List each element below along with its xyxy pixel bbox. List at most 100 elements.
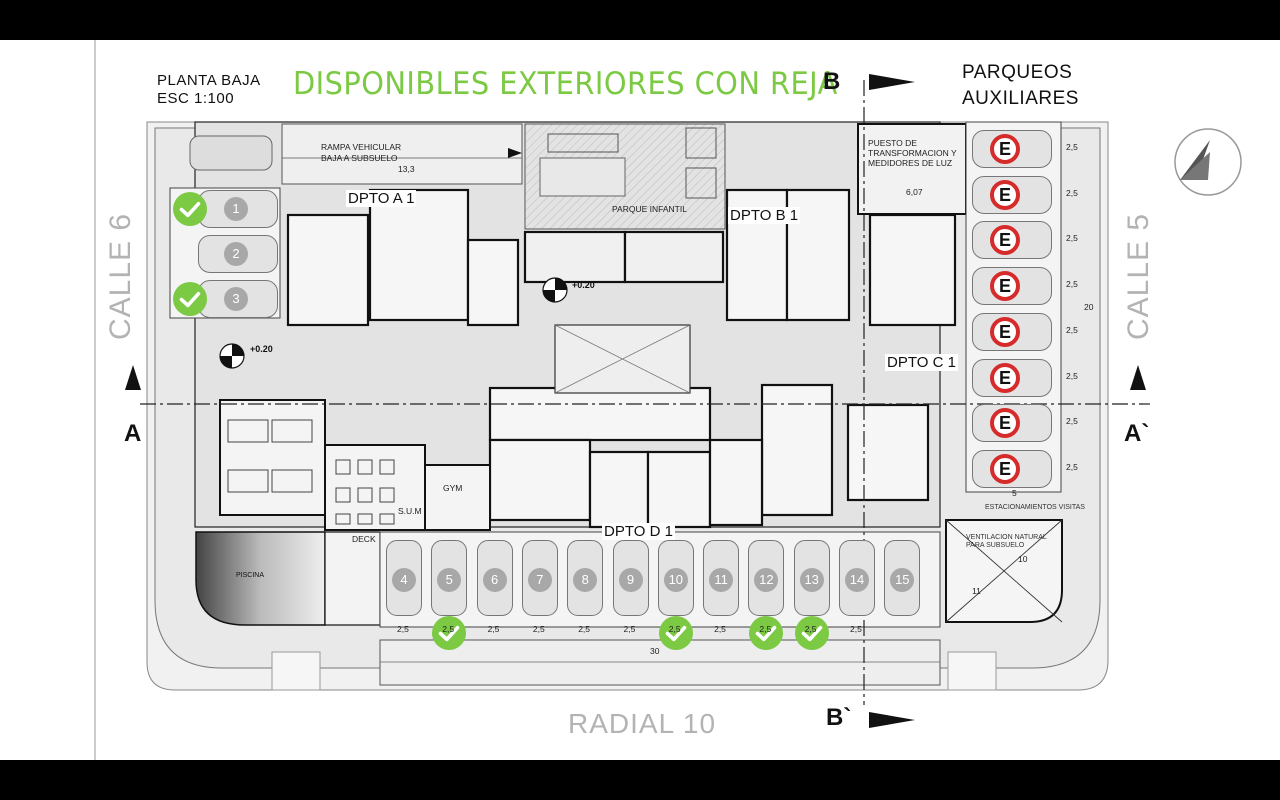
section-b-bottom-label: B` [826, 704, 852, 731]
dim-30: 30 [650, 646, 660, 656]
spot-number: 11 [709, 568, 734, 592]
street-left: CALLE 6 [104, 212, 137, 340]
right-dimension: 2,5 [1066, 370, 1078, 381]
bottom-dimension: 2,5 [714, 624, 726, 634]
parking-sign-icon: E [990, 453, 1020, 484]
check-icon [173, 282, 207, 316]
deck-label: DECK [352, 534, 376, 544]
spot-number: 8 [573, 568, 598, 592]
bottom-dimension: 2,5 [759, 624, 772, 634]
unit-d1-label: DPTO D 1 [602, 523, 675, 540]
spot-number: 13 [799, 568, 824, 592]
right-dimension: 2,5 [1066, 416, 1078, 427]
unit-c1-label: DPTO C 1 [885, 354, 958, 371]
parking-sign-icon: E [990, 362, 1020, 393]
unit-a1-walls [286, 188, 520, 327]
spot-number: 10 [663, 568, 688, 592]
north-arrow-icon [1174, 128, 1242, 196]
right-dimension: 2,5 [1066, 233, 1078, 244]
unit-b1-label: DPTO B 1 [728, 207, 801, 224]
aux-parking-title-2: AUXILIARES [962, 88, 1079, 109]
section-b-bottom-arrow [869, 712, 915, 728]
right-dimension: 2,5 [1066, 187, 1078, 198]
vent-label-2: PARA SUBSUELO [966, 542, 1025, 549]
right-dimension: 2,5 [1066, 461, 1078, 472]
sum-label: S.U.M [398, 506, 422, 516]
bottom-dimension: 2,5 [578, 624, 591, 634]
level-b-label: +0.20 [572, 280, 595, 290]
check-icon [173, 192, 207, 226]
unit-c1-walls [760, 383, 930, 517]
bottom-dimension: 2,5 [442, 624, 455, 634]
gym-label: GYM [443, 483, 463, 493]
bottom-dimension: 2,5 [804, 624, 817, 634]
parking-sign-icon: E [990, 271, 1020, 302]
parking-sign-icon: E [990, 316, 1020, 347]
accessible-spot-right [947, 651, 997, 691]
core-walls [523, 230, 725, 284]
section-b-top-label: B [823, 68, 841, 95]
spot-number: 4 [392, 568, 416, 592]
ramp-area [281, 123, 523, 185]
section-a-right-label: A` [1124, 420, 1150, 447]
ramp-label: RAMPA VEHICULAR [321, 142, 402, 152]
parking-sign-icon: E [990, 225, 1020, 256]
parking-sign-icon: E [990, 134, 1020, 164]
spot-number: 9 [618, 568, 643, 592]
parking-sign-icon: E [990, 179, 1020, 210]
office-area [219, 399, 326, 516]
check-icon [794, 616, 829, 650]
right-dimension: 2,5 [1066, 324, 1078, 335]
section-b-top-arrow [869, 74, 915, 90]
spot-number: 2 [224, 242, 248, 266]
section-a-left-label: A [124, 420, 142, 447]
section-a-left-arrow [125, 365, 141, 390]
vent-label-1: VENTILACION NATURAL [966, 534, 1047, 541]
spot-number: 3 [224, 287, 248, 311]
section-a-right-arrow [1130, 365, 1146, 390]
unit-d1-walls [488, 386, 764, 529]
unit-a1-label: DPTO A 1 [346, 190, 417, 207]
parking-spot-2[interactable] [198, 235, 278, 273]
street-bottom: RADIAL 10 [568, 708, 717, 739]
top-car [189, 135, 273, 171]
floor-plan-drawing [94, 40, 1242, 760]
gym-area [424, 464, 491, 531]
spot-number: 7 [527, 568, 552, 592]
spot-number: 12 [754, 568, 779, 592]
bottom-dimension: 2,5 [487, 624, 500, 634]
level-marker-b [542, 277, 568, 303]
dim-5: 5 [1012, 488, 1017, 498]
right-dimension: 2,5 [1066, 279, 1078, 290]
sum-tables [335, 459, 395, 525]
transformer-dim: 6,07 [906, 187, 923, 197]
check-icon [432, 616, 467, 650]
bottom-dimension: 2,5 [623, 624, 636, 634]
headline: DISPONIBLES EXTERIORES CON REJA [293, 66, 838, 102]
ramp-length: 13,3 [398, 164, 415, 174]
dim-20: 20 [1084, 302, 1094, 312]
spot-number: 6 [482, 568, 507, 592]
bottom-dimension: 2,5 [397, 624, 409, 634]
level-a-label: +0.20 [250, 344, 273, 354]
plan-scale: ESC 1:100 [157, 90, 235, 107]
sum-area [324, 444, 426, 531]
pool-label: PISCINA [236, 572, 265, 579]
transformer-label-3: MEDIDORES DE LUZ [868, 158, 953, 168]
bottom-dimension: 2,5 [532, 624, 545, 634]
level-marker-a [219, 343, 245, 369]
dim-10: 10 [1018, 554, 1028, 564]
parking-sign-icon: E [990, 408, 1020, 439]
spot-number: 15 [890, 568, 915, 592]
transformer-label-2: TRANSFORMACION Y [868, 148, 957, 158]
aux-parking-title-1: PARQUEOS [962, 62, 1073, 83]
check-icon [658, 616, 693, 650]
dim-11: 11 [972, 586, 981, 596]
street-right: CALLE 5 [1122, 212, 1155, 340]
transformer-label-1: PUESTO DE [868, 138, 917, 148]
ramp-sub-label: BAJA A SUBSUELO [321, 153, 398, 163]
right-dimension: 2,5 [1066, 142, 1078, 152]
unit-b1-walls [725, 188, 957, 327]
